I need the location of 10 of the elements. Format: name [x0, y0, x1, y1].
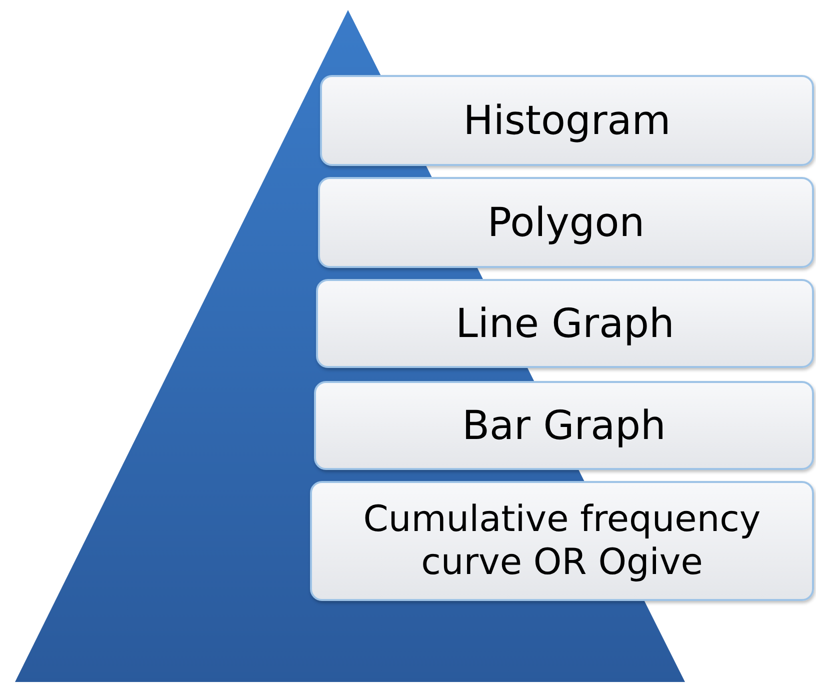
list-box [320, 75, 814, 166]
list-box [310, 481, 814, 601]
list-box [318, 177, 814, 268]
box-label: Line Graph [456, 300, 674, 348]
box-label: Bar Graph [462, 402, 666, 450]
box-label: Cumulative frequency curve OR Ogive [362, 498, 762, 584]
box-label: Histogram [463, 96, 671, 144]
list-box [314, 381, 814, 470]
box-label: Polygon [487, 198, 645, 246]
list-box [316, 279, 814, 368]
